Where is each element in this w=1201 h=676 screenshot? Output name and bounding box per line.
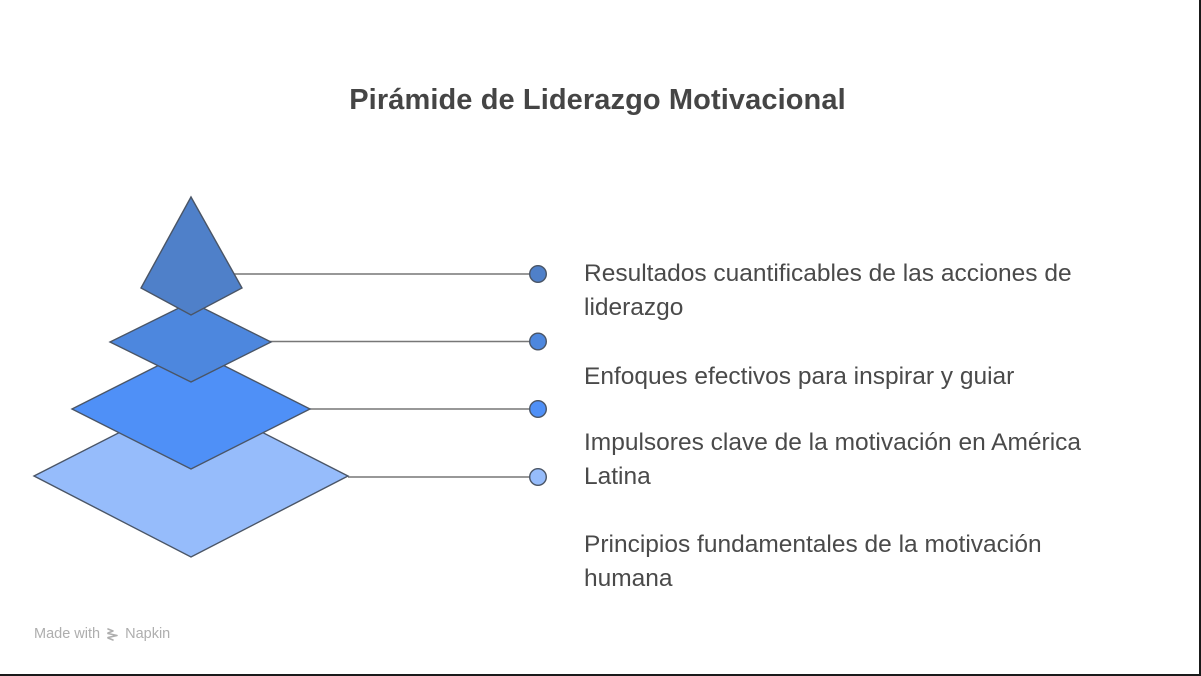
dot-level-3 [529, 400, 548, 419]
pyramid-level-3 [70, 348, 312, 470]
label-level-2: Enfoques efectivos para inspirar y guiar [584, 360, 1014, 394]
connector-lines [230, 273, 530, 478]
made-with-napkin-footer: Made with Napkin [34, 626, 170, 642]
label-level-4-line-2: humana [584, 565, 673, 592]
diagram-title: Pirámide de Liderazgo Motivacional [349, 84, 846, 116]
label-level-3-line-1: Impulsores clave de la motivación en Amé… [584, 429, 1082, 456]
label-level-3-line-2: Latina [584, 463, 651, 490]
label-level-1-line-2: liderazgo [584, 294, 684, 321]
made-with-text: Made with [34, 626, 101, 642]
pyramid-level-4-base [32, 395, 350, 558]
label-level-4-line-1: Principios fundamentales de la motivació… [584, 531, 1042, 558]
pyramid-shapes [32, 195, 350, 558]
pyramid-level-1-top [140, 195, 243, 316]
label-level-2-line-1: Enfoques efectivos para inspirar y guiar [584, 363, 1015, 390]
label-level-4: Principios fundamentales de la motivació… [584, 528, 1042, 596]
label-level-3: Impulsores clave de la motivación en Amé… [584, 426, 1081, 494]
label-level-1: Resultados cuantificables de las accione… [584, 257, 1072, 325]
dot-level-4 [529, 468, 548, 487]
dot-level-1 [529, 265, 548, 284]
dot-level-2 [529, 332, 548, 351]
napkin-brand-text: Napkin [125, 626, 171, 642]
connector-dots [529, 265, 548, 487]
pyramid-level-2 [108, 301, 273, 383]
label-level-1-line-1: Resultados cuantificables de las accione… [584, 260, 1072, 287]
napkin-logo-icon [107, 627, 118, 641]
